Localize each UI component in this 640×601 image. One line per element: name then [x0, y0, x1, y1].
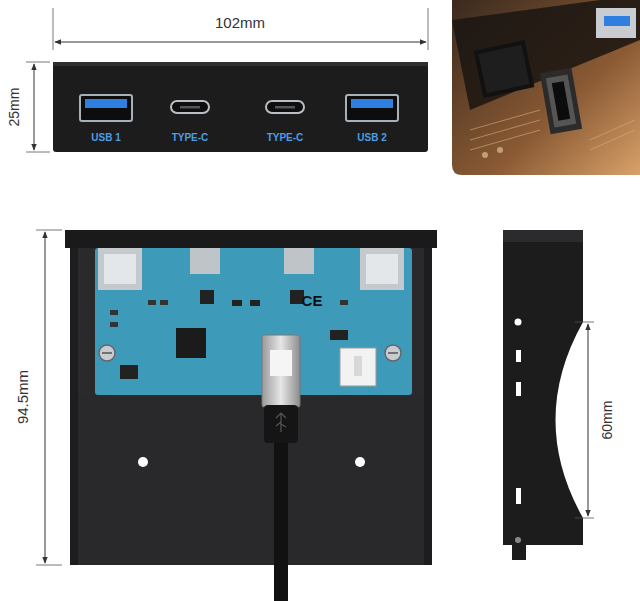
- dimension-label: 102mm: [215, 15, 265, 30]
- pcb-board: [95, 248, 412, 395]
- usb-cable: [262, 335, 300, 601]
- hole-spacing-dimension: [575, 322, 594, 518]
- dimension-label: 94.5mm: [15, 370, 30, 424]
- bracket-rear-view: [65, 230, 437, 565]
- height-dimension: [26, 62, 50, 152]
- port-label: USB 1: [91, 133, 120, 143]
- front-panel: USB 1 TYPE-C TYPE-C USB 2: [53, 62, 428, 152]
- width-dimension: [53, 8, 428, 50]
- port-label: TYPE-C: [172, 133, 209, 143]
- bracket-side-view: [503, 230, 583, 560]
- front-faceplate: [53, 62, 428, 152]
- dimension-label: 25mm: [7, 88, 21, 127]
- certification-mark: CE: [302, 293, 323, 308]
- port-label: TYPE-C: [267, 133, 304, 143]
- motherboard-photo: [452, 0, 640, 175]
- depth-dimension: [36, 230, 62, 565]
- dimension-label: 60mm: [600, 401, 614, 440]
- port-label: USB 2: [357, 133, 386, 143]
